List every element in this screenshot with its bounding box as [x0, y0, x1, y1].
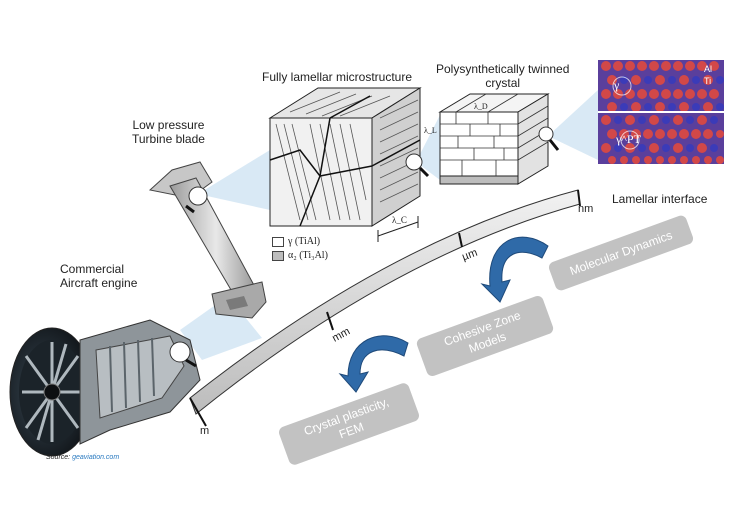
legend-gamma-text: γ (TiAl): [288, 236, 321, 247]
engine-label-line2: Aircraft engine: [60, 276, 138, 290]
tick-m: [189, 397, 207, 427]
legend-gamma: γ (TiAl): [272, 236, 320, 247]
legend-alpha2-text: α₂ (Ti₃Al): [288, 250, 328, 261]
tick-mm: [326, 311, 334, 331]
twinned-crystal: [438, 93, 560, 185]
legend-alpha2-swatch: [272, 250, 284, 261]
tick-um: [458, 232, 463, 248]
interface-label: Lamellar interface: [612, 192, 708, 206]
crystal-label-line1: Polysynthetically twinned: [436, 62, 570, 76]
tick-nm: [577, 189, 581, 207]
beam-blade-micro: [198, 150, 270, 210]
lamellar-microstructure: [268, 87, 430, 242]
legend-alpha2: α₂ (Ti₃Al): [272, 250, 328, 261]
scale-m-label: m: [200, 425, 210, 437]
scale-nm-label: nm: [578, 203, 594, 215]
beam-engine-blade: [180, 296, 262, 360]
beam-crystal-atoms: [548, 90, 598, 160]
lambda-d-label: λ_D: [474, 102, 488, 111]
turbine-blade: [148, 161, 267, 319]
gamma-label: γ: [614, 78, 620, 92]
crystal-label-line2: crystal: [485, 76, 521, 90]
blade-label: Low pressure Turbine blade: [132, 118, 205, 146]
source-prefix: Source:: [46, 454, 71, 461]
source-link[interactable]: geaviation.com: [72, 454, 120, 461]
lambda-c-label: λ_C: [392, 215, 407, 225]
legend-gamma-swatch: [272, 236, 284, 247]
engine-label: Commercial Aircraft engine: [60, 262, 137, 290]
aircraft-engine: [9, 319, 201, 457]
arrow-to-cohesive-zone: [480, 236, 549, 303]
lambda-l-label: λ_L: [424, 126, 437, 135]
crystal-label: Polysynthetically twinned crystal: [436, 62, 569, 90]
gamma-pt-label: γ^PT: [616, 132, 641, 146]
engine-label-line1: Commercial: [60, 262, 125, 276]
atom-al-label: Al: [704, 64, 713, 74]
blade-label-line2: Turbine blade: [132, 132, 205, 146]
atom-ti-label: Ti: [704, 76, 712, 86]
microstructure-label: Fully lamellar microstructure: [262, 70, 413, 84]
arrow-to-crystal-plasticity: [338, 335, 409, 393]
source-note: Source: geaviation.com: [46, 451, 119, 465]
atom-panels: [598, 60, 724, 164]
blade-label-line1: Low pressure: [132, 118, 205, 132]
